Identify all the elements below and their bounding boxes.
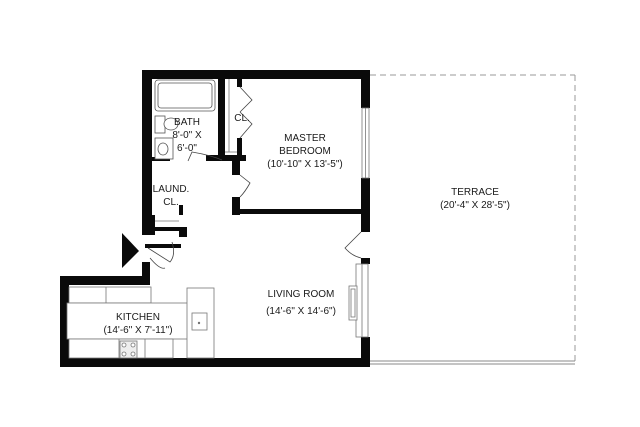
entry-arrow-icon: [122, 233, 139, 268]
walls: [60, 70, 370, 367]
kitchen-label: KITCHEN (14'-6" X 7'-11"): [103, 312, 173, 336]
windows: [355, 107, 370, 338]
kitchen-sink-icon: [191, 312, 208, 331]
closet-label: CL.: [234, 113, 250, 124]
laundry-closet-label: LAUND. CL.: [152, 184, 190, 208]
closet-rod: [155, 79, 237, 222]
bath-label: BATH 8'-0" X 6'-0": [172, 117, 202, 154]
terrace-label: TERRACE (20'-4" X 28'-5"): [440, 187, 510, 211]
doors: [147, 86, 362, 269]
master-bedroom-label: MASTER BEDROOM (10'-10" X 13'-5"): [267, 133, 343, 170]
kitchen-fixtures: [66, 285, 358, 359]
kitchen-counter: [66, 302, 190, 340]
living-room-label: LIVING ROOM (14'-6" X 14'-6"): [266, 289, 336, 317]
bath-fixtures: [154, 79, 216, 160]
terrace-outline: [370, 74, 576, 365]
